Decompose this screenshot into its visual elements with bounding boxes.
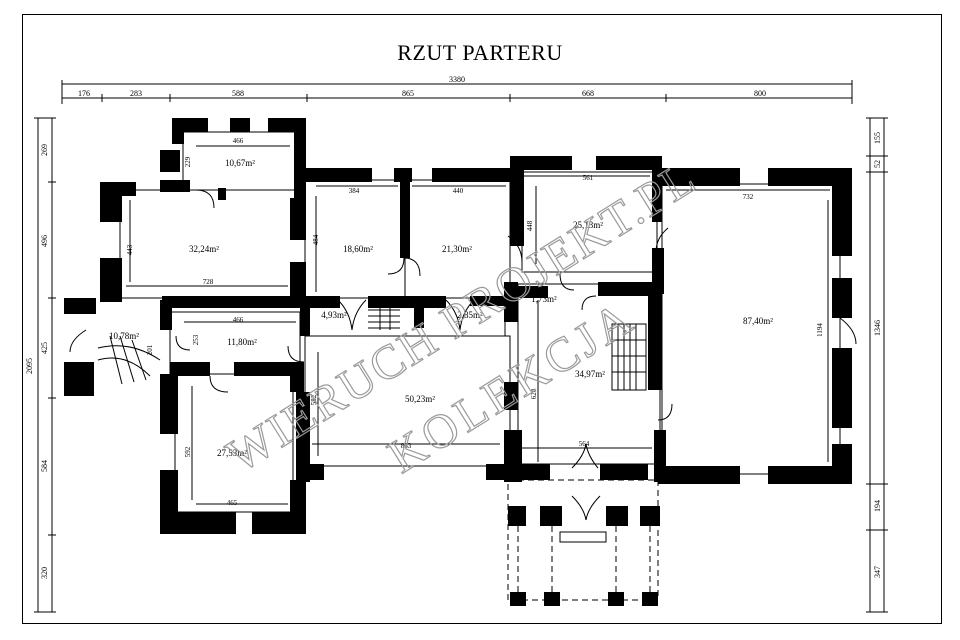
room-area-13: 50,23m² [405,394,435,404]
dim-top-seg-4: 865 [402,89,414,98]
dim-top-seg-6: 800 [754,89,766,98]
inner-dim-14: 1194 [816,323,824,337]
inner-dim-4: 440 [453,187,464,195]
inner-dim-16: 582 [310,394,318,405]
room-area-6: 87,40m² [743,316,773,326]
top-dimension-chain [61,80,853,104]
inner-dim-20: 465 [227,499,238,507]
dim-top-seg-2: 283 [130,89,142,98]
room-area-10: 10,78m² [109,331,139,341]
room-area-8: 2,85m² [457,310,483,320]
dim-right-seg-4: 347 [873,566,882,578]
dim-left-seg-1: 269 [40,144,49,156]
inner-dim-12: 201 [146,344,154,355]
right-dimension-chain [866,117,888,613]
left-dimension-chain [34,117,56,613]
room-area-5: 25,13m² [573,220,603,230]
dim-top-seg-3: 588 [232,89,244,98]
inner-dim-17: 863 [401,442,412,450]
inner-dim-13: 253 [192,334,200,345]
inner-dim-8: 484 [312,234,320,245]
dim-overall-right: 1346 [873,320,882,336]
inner-dim-15: 620 [530,388,538,399]
inner-dim-5: 561 [583,174,594,182]
room-area-9: 1,73m² [531,294,557,304]
room-area-12: 34,97m² [575,369,605,379]
room-area-1: 10,67m² [225,158,255,168]
dim-overall-left: 2095 [25,358,34,374]
drawing-frame [22,14,942,624]
inner-dim-3: 384 [349,187,360,195]
dim-right-seg-2: 52 [873,160,882,168]
inner-dim-10: 728 [203,278,214,286]
dim-right-seg-3: 194 [873,500,882,512]
inner-dim-11: 466 [233,316,244,324]
dim-top-seg-1: 176 [78,89,90,98]
dim-overall-top: 3380 [449,75,465,84]
inner-dim-18: 564 [579,440,590,448]
dim-right-seg-1: 155 [873,132,882,144]
inner-dim-1: 466 [233,137,244,145]
stairs-and-doors [69,145,857,592]
inner-dim-19: 592 [184,446,192,457]
dim-left-seg-4: 584 [40,460,49,472]
inner-dim-7: 443 [126,244,134,255]
dim-left-seg-5: 320 [40,567,49,579]
room-area-14: 27,53m² [217,448,247,458]
wall-masses [64,118,852,606]
drawing-title: RZUT PARTERU [397,40,563,65]
dim-left-seg-3: 425 [40,342,49,354]
room-area-3: 18,60m² [343,244,373,254]
room-area-11: 11,80m² [227,337,257,347]
inner-dim-9: 448 [526,220,534,231]
inner-dim-6: 732 [743,193,754,201]
dim-left-seg-2: 496 [40,235,49,247]
room-area-7: 4,93m² [321,310,347,320]
dim-top-seg-5: 668 [582,89,594,98]
inner-dim-2: 229 [184,156,192,167]
room-area-2: 32,24m² [189,244,219,254]
room-area-4: 21,30m² [442,244,472,254]
